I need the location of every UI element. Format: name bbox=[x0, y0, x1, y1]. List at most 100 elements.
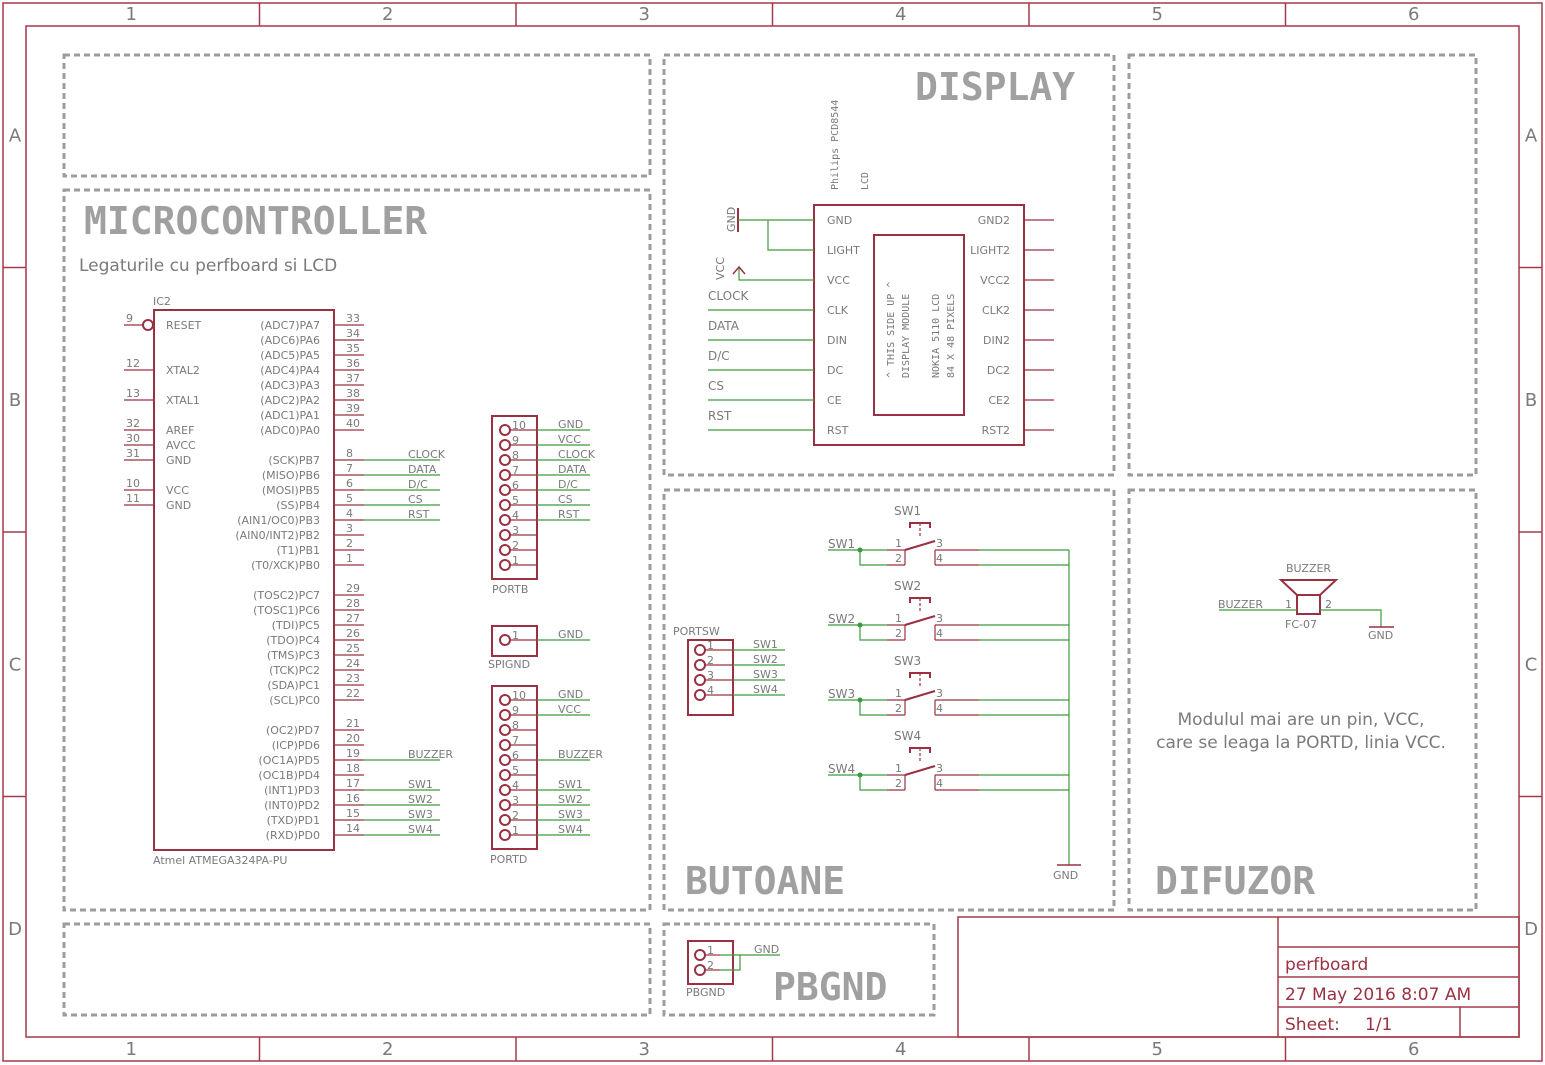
ic2-pin-name: (ADC6)PA6 bbox=[260, 334, 320, 347]
switch-pin-number: 3 bbox=[936, 537, 943, 550]
ic2-pin-number: 11 bbox=[126, 492, 140, 505]
ic2-pin-name: RESET bbox=[166, 319, 202, 332]
ic2-pin-name: (RXD)PD0 bbox=[266, 829, 320, 842]
switch-net-label: SW4 bbox=[828, 762, 855, 776]
buzzer-pin2: 2 bbox=[1325, 598, 1332, 611]
title-block-name: perfboard bbox=[1285, 955, 1368, 975]
column-label-bottom: 5 bbox=[1152, 1039, 1163, 1060]
ic2-net-label: RST bbox=[408, 508, 430, 521]
portsw-pin-number: 2 bbox=[707, 654, 714, 667]
connector-pin-number: 10 bbox=[512, 689, 526, 702]
ic2-pin-name: (TMS)PC3 bbox=[267, 649, 320, 662]
ic2-pin-name: (INT1)PD3 bbox=[264, 784, 320, 797]
buzzer-gnd-label: GND bbox=[1368, 629, 1393, 642]
ic2-pin-name: (SS)PB4 bbox=[276, 499, 320, 512]
ic2-pin-number: 36 bbox=[346, 357, 360, 370]
buzzer-fc07[interactable]: BUZZER FC-07 BUZZER 1 2 GND bbox=[1218, 562, 1394, 642]
ic2-net-label: SW1 bbox=[408, 778, 433, 791]
ic2-net-label: SW3 bbox=[408, 808, 433, 821]
lcd-pin-name: LIGHT bbox=[827, 244, 860, 257]
section-boxes bbox=[62, 53, 1478, 1017]
connector-net-label: SW3 bbox=[558, 808, 583, 821]
lcd-vcc-label: VCC bbox=[714, 257, 727, 280]
lcd-pin-name: CLK bbox=[827, 304, 849, 317]
connector-pin-number: 8 bbox=[512, 719, 519, 732]
switch-pin-number: 2 bbox=[895, 552, 902, 565]
ic2-pin-number: 35 bbox=[346, 342, 360, 355]
connector-pin-number: 7 bbox=[512, 734, 519, 747]
connector-net-label: SW1 bbox=[558, 778, 583, 791]
switch-pin-number: 2 bbox=[895, 627, 902, 640]
ic2-pin-number: 9 bbox=[126, 312, 133, 325]
connector-pin-number: 4 bbox=[512, 779, 519, 792]
connector-net-label: DATA bbox=[558, 463, 587, 476]
connector-pin-number: 5 bbox=[512, 764, 519, 777]
difuzor-note-line2: care se leaga la PORTD, linia VCC. bbox=[1156, 733, 1446, 753]
ic2-net-label: SW4 bbox=[408, 823, 433, 836]
ic2-net-label: D/C bbox=[408, 478, 428, 491]
ic2-net-label: CS bbox=[408, 493, 423, 506]
column-label-bottom: 4 bbox=[895, 1039, 906, 1060]
ic2-pin-number: 39 bbox=[346, 402, 360, 415]
switch-pin-number: 1 bbox=[895, 762, 902, 775]
ic2-microcontroller[interactable]: IC2 Atmel ATMEGA324PA-PU 9RESET12XTAL213… bbox=[124, 295, 453, 867]
difuzor-note-line1: Modulul mai are un pin, VCC, bbox=[1177, 710, 1424, 730]
ic2-pin-name: (TDI)PC5 bbox=[272, 619, 320, 632]
portsw-net-label: SW2 bbox=[753, 653, 778, 666]
ic2-pin-name: GND bbox=[166, 499, 191, 512]
connector-pin-number: 6 bbox=[512, 749, 519, 762]
lcd-nokia5110[interactable]: Philips PCD8544 LCD ^ THIS SIDE UP ^ DIS… bbox=[708, 100, 1054, 446]
ic2-pin-number: 16 bbox=[346, 792, 360, 805]
ic2-pin-number: 31 bbox=[126, 447, 140, 460]
ic2-pin-name: (ADC1)PA1 bbox=[260, 409, 320, 422]
connector-net-label: D/C bbox=[558, 478, 578, 491]
lcd-net-label: RST bbox=[708, 409, 732, 423]
ic2-pin-number: 25 bbox=[346, 642, 360, 655]
switch-pin-number: 1 bbox=[895, 537, 902, 550]
ic2-pin-number: 19 bbox=[346, 747, 360, 760]
switch-pin-number: 3 bbox=[936, 762, 943, 775]
switch-pin-number: 1 bbox=[895, 687, 902, 700]
connector-pin-number: 6 bbox=[512, 479, 519, 492]
ic2-pin-name: XTAL2 bbox=[166, 364, 200, 377]
row-label-right: C bbox=[1525, 654, 1538, 675]
portsw-pin-number: 3 bbox=[707, 669, 714, 682]
pbgnd-connector[interactable]: GND PBGND 12 bbox=[686, 940, 780, 999]
lcd-pin-name: VCC2 bbox=[980, 274, 1010, 287]
ic2-pin-number: 30 bbox=[126, 432, 140, 445]
ic2-pin-number: 27 bbox=[346, 612, 360, 625]
pbgnd-name: PBGND bbox=[686, 986, 725, 999]
ic2-pin-name: (MOSI)PB5 bbox=[262, 484, 320, 497]
connector-net-label: CS bbox=[558, 493, 573, 506]
ic2-pin-number: 12 bbox=[126, 357, 140, 370]
ic2-net-label: BUZZER bbox=[408, 748, 453, 761]
ic2-pin-name: (TXD)PD1 bbox=[267, 814, 320, 827]
lcd-net-label: CLOCK bbox=[708, 289, 749, 303]
lcd-type: LCD bbox=[860, 172, 871, 190]
ic2-pin-name: AVCC bbox=[166, 439, 196, 452]
ic2-net-label: SW2 bbox=[408, 793, 433, 806]
ic2-pin-number: 40 bbox=[346, 417, 360, 430]
ic2-net-label: DATA bbox=[408, 463, 437, 476]
connector-net-label: GND bbox=[558, 628, 583, 641]
ic2-net-label: CLOCK bbox=[408, 448, 446, 461]
buzzer-value: FC-07 bbox=[1285, 618, 1317, 631]
spignd-name: SPIGND bbox=[488, 658, 530, 671]
ic2-pin-number: 6 bbox=[346, 477, 353, 490]
display-title: DISPLAY bbox=[915, 65, 1075, 109]
ic2-value: Atmel ATMEGA324PA-PU bbox=[153, 854, 287, 867]
switch-net-label: SW2 bbox=[828, 612, 855, 626]
ic2-pin-name: (ADC3)PA3 bbox=[260, 379, 320, 392]
lcd-net-label: DATA bbox=[708, 319, 740, 333]
ic2-pin-name: (ICP)PD6 bbox=[272, 739, 320, 752]
lcd-pin-name: CE bbox=[827, 394, 842, 407]
